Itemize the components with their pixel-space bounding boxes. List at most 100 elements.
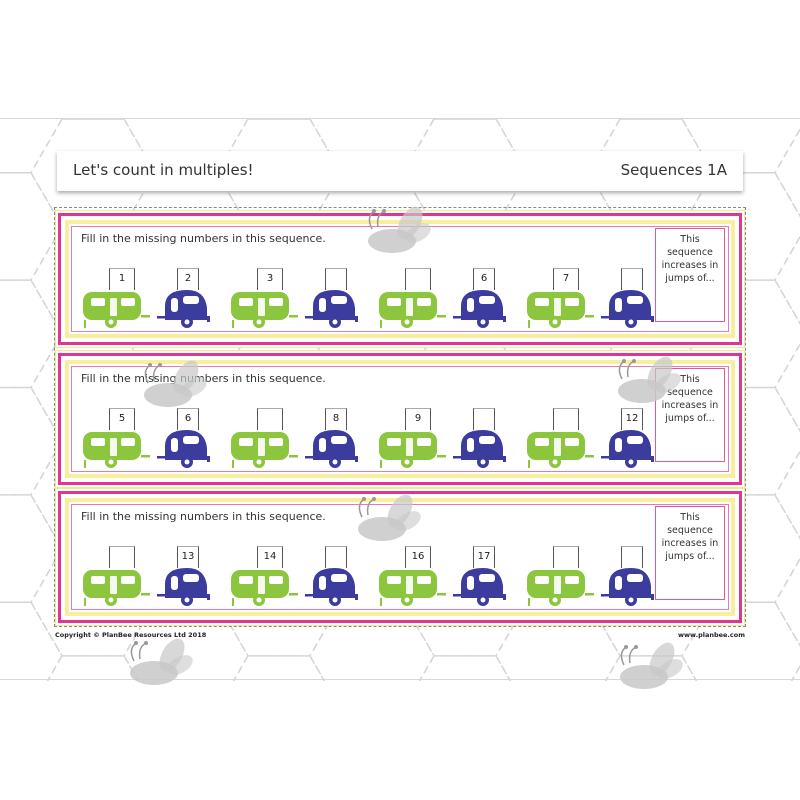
copyright-text: Copyright © PlanBee Resources Ltd 2018 — [55, 631, 207, 639]
teardrop-trailer — [601, 268, 661, 334]
teardrop-trailer-icon — [601, 290, 654, 328]
caravan-icon — [527, 292, 594, 328]
caravan: 14 — [229, 546, 299, 612]
teardrop-trailer-icon — [157, 290, 210, 328]
sequence-number: 17 — [477, 551, 491, 562]
sequence-number: 12 — [625, 413, 639, 424]
sequence-panel-2: Fill in the missing numbers in this sequ… — [58, 353, 742, 485]
number-label[interactable]: 5 — [109, 408, 135, 430]
teardrop-trailer-icon — [157, 430, 210, 468]
teardrop-trailer-icon — [453, 568, 506, 606]
number-label[interactable] — [325, 268, 347, 290]
worksheet-title: Let's count in multiples! — [73, 161, 254, 179]
caravan — [81, 546, 151, 612]
bee-logo-icon — [138, 357, 208, 421]
caravan: 3 — [229, 268, 299, 334]
number-label[interactable] — [621, 546, 643, 568]
number-label[interactable]: 14 — [257, 546, 283, 568]
teardrop-trailer-icon — [305, 290, 358, 328]
jumps-prompt: This sequence increases in jumps of... — [661, 374, 719, 424]
caravan — [525, 546, 595, 612]
caravan-icon — [231, 432, 298, 468]
sequence-number: 6 — [184, 413, 192, 424]
number-label[interactable] — [405, 268, 431, 290]
sequence-number: 3 — [266, 273, 274, 284]
number-label[interactable]: 8 — [325, 408, 347, 430]
cut-out-frame — [54, 207, 746, 627]
number-label[interactable]: 2 — [177, 268, 199, 290]
sequence-number: 14 — [263, 551, 277, 562]
website-text: www.planbee.com — [678, 631, 745, 639]
number-label[interactable]: 1 — [109, 268, 135, 290]
bee-logo-icon — [614, 639, 684, 703]
number-label[interactable]: 16 — [405, 546, 431, 568]
number-label[interactable] — [553, 408, 579, 430]
teardrop-trailer — [601, 546, 661, 612]
teardrop-trailer-icon — [453, 290, 506, 328]
caravan-icon — [379, 570, 446, 606]
caravan: 1 — [81, 268, 151, 334]
jumps-answer-box[interactable]: This sequence increases in jumps of... — [655, 506, 725, 600]
caravan: 9 — [377, 408, 447, 474]
caravan: 16 — [377, 546, 447, 612]
teardrop-trailer-icon — [601, 568, 654, 606]
caravan — [377, 268, 447, 334]
teardrop-trailer: 12 — [601, 408, 661, 474]
teardrop-trailer: 17 — [453, 546, 513, 612]
bee-logo-icon — [362, 203, 432, 267]
teardrop-trailer-icon — [601, 430, 654, 468]
worksheet-page: Let's count in multiples! Sequences 1A F… — [0, 118, 800, 689]
number-label[interactable]: 7 — [553, 268, 579, 290]
number-label[interactable]: 6 — [473, 268, 495, 290]
sequence-number: 13 — [181, 551, 195, 562]
number-label[interactable]: 13 — [177, 546, 199, 568]
instruction-text: Fill in the missing numbers in this sequ… — [81, 510, 326, 523]
caravan — [525, 408, 595, 474]
bee-logo-icon — [352, 491, 422, 555]
caravan-icon — [83, 432, 150, 468]
teardrop-trailer: 6 — [157, 408, 217, 474]
caravan-icon — [83, 292, 150, 328]
teardrop-trailer-icon — [453, 430, 506, 468]
sequence-number: 1 — [118, 273, 126, 284]
caravan-icon — [527, 432, 594, 468]
sequence-number: 8 — [332, 413, 340, 424]
number-label[interactable] — [621, 268, 643, 290]
number-label[interactable]: 12 — [621, 408, 643, 430]
number-label[interactable]: 3 — [257, 268, 283, 290]
number-label[interactable]: 17 — [473, 546, 495, 568]
teardrop-trailer — [305, 268, 365, 334]
number-label[interactable] — [325, 546, 347, 568]
caravan-icon — [231, 292, 298, 328]
bee-logo-icon — [124, 635, 194, 699]
caravan: 7 — [525, 268, 595, 334]
teardrop-trailer — [305, 546, 365, 612]
teardrop-trailer-icon — [305, 568, 358, 606]
jumps-prompt: This sequence increases in jumps of... — [661, 512, 719, 562]
caravan — [229, 408, 299, 474]
number-label[interactable] — [473, 408, 495, 430]
jumps-answer-box[interactable]: This sequence increases in jumps of... — [655, 228, 725, 322]
number-label[interactable] — [553, 546, 579, 568]
teardrop-trailer: 8 — [305, 408, 365, 474]
worksheet-code: Sequences 1A — [620, 161, 727, 179]
sequence-number: 9 — [414, 413, 422, 424]
sequence-number: 7 — [562, 273, 570, 284]
number-label[interactable] — [257, 408, 283, 430]
caravan: 5 — [81, 408, 151, 474]
caravan-icon — [83, 570, 150, 606]
jumps-prompt: This sequence increases in jumps of... — [661, 234, 719, 284]
sequence-number: 6 — [480, 273, 488, 284]
caravan-icon — [379, 292, 446, 328]
teardrop-trailer-icon — [157, 568, 210, 606]
number-label[interactable]: 6 — [177, 408, 199, 430]
number-label[interactable] — [109, 546, 135, 568]
title-bar: Let's count in multiples! Sequences 1A — [57, 151, 743, 191]
teardrop-trailer: 13 — [157, 546, 217, 612]
sequence-number: 5 — [118, 413, 126, 424]
sequence-number: 16 — [411, 551, 425, 562]
instruction-text: Fill in the missing numbers in this sequ… — [81, 232, 326, 245]
teardrop-trailer-icon — [305, 430, 358, 468]
number-label[interactable]: 9 — [405, 408, 431, 430]
bee-logo-icon — [612, 353, 682, 417]
